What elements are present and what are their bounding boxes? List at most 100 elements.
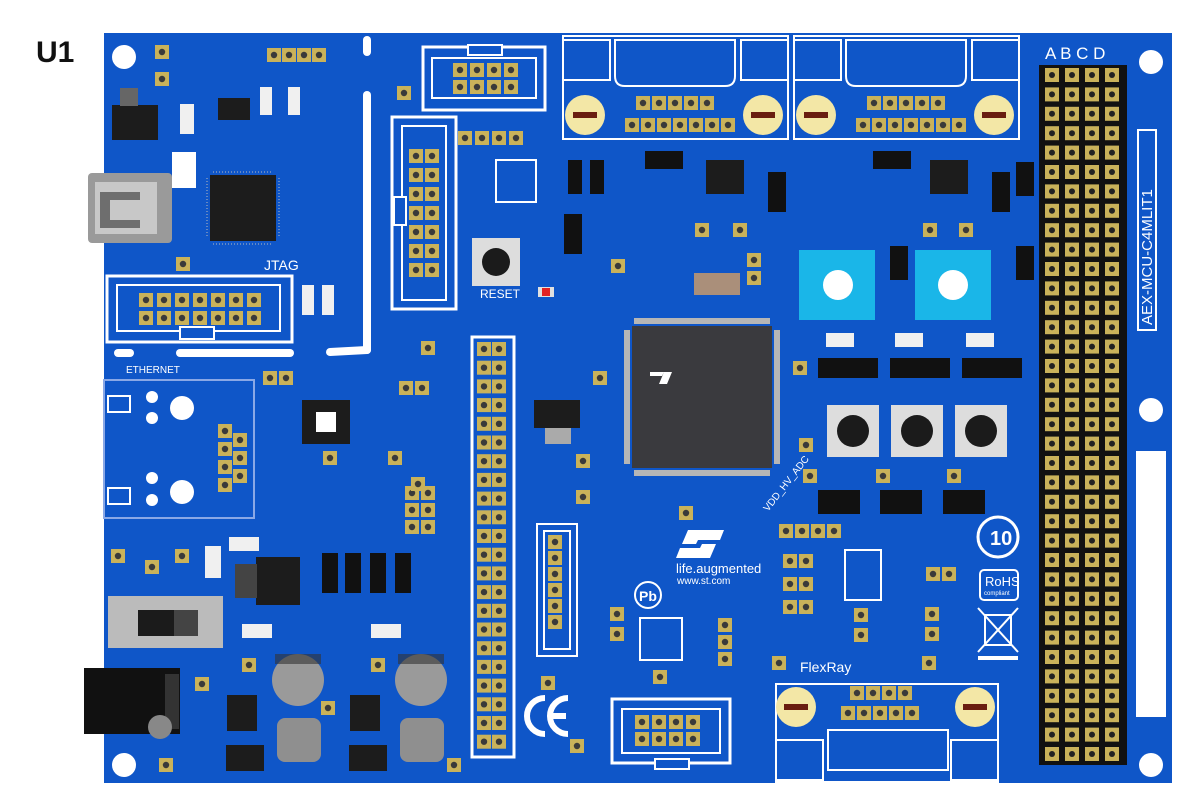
pin-hole — [689, 718, 697, 726]
pin-hole — [114, 552, 122, 560]
pin-hole — [400, 89, 408, 97]
pin-hole — [178, 552, 186, 560]
pin-hole — [507, 66, 515, 74]
pin-hole — [1069, 460, 1075, 466]
pin-hole — [551, 554, 559, 562]
pin-hole — [934, 99, 942, 107]
pin-hole — [660, 121, 668, 129]
pin-hole — [1069, 615, 1075, 622]
pin-hole — [148, 563, 156, 571]
pin-hole — [1089, 188, 1095, 195]
pin-hole — [456, 83, 464, 91]
pin-hole — [1049, 363, 1055, 369]
main-mcu — [624, 318, 780, 476]
pin-hole — [1089, 304, 1095, 311]
pin-hole — [1089, 363, 1095, 369]
pin-hole — [1089, 595, 1095, 602]
pin-hole — [221, 481, 229, 489]
pin-hole — [178, 296, 186, 304]
pin-hole — [1089, 731, 1095, 738]
pin-hole — [1089, 654, 1095, 660]
pin-hole — [1049, 227, 1055, 234]
pin-hole — [579, 457, 587, 465]
pin-hole — [775, 659, 783, 667]
pin-hole — [1089, 72, 1095, 78]
pin-hole — [282, 374, 290, 382]
pin-hole — [412, 266, 420, 274]
pin-hole — [1069, 518, 1075, 525]
pin-hole — [1049, 692, 1055, 699]
pin-hole — [628, 121, 636, 129]
pin-hole — [1069, 91, 1075, 98]
flexray-label: FlexRay — [800, 659, 851, 675]
can-db9-connector-1 — [562, 35, 789, 140]
pin-hole — [490, 66, 498, 74]
pin-hole — [1089, 110, 1095, 117]
pin-hole — [1069, 324, 1075, 331]
pin-hole — [495, 588, 503, 596]
mini-header-connector — [536, 523, 578, 657]
user-button — [827, 405, 1007, 457]
smd-component — [180, 87, 994, 638]
pin-hole — [1069, 557, 1075, 563]
pb-label: Pb — [639, 588, 657, 604]
pin-hole — [1049, 169, 1055, 175]
pin-hole — [644, 121, 652, 129]
can-db9-connector-2 — [793, 35, 1020, 140]
weee-symbol — [977, 607, 1019, 660]
pin-hole — [424, 506, 432, 514]
pin-hole — [802, 557, 810, 565]
pin-hole — [198, 680, 206, 688]
pin-hole — [929, 570, 937, 578]
pin-hole — [1109, 440, 1115, 447]
pin-hole — [495, 514, 503, 521]
pin-hole — [179, 260, 187, 268]
pin-hole — [495, 345, 503, 353]
pin-hole — [315, 51, 323, 59]
reset-button — [472, 238, 520, 286]
pin-hole — [698, 226, 706, 234]
pin-hole — [1109, 479, 1115, 486]
pin-hole — [232, 296, 240, 304]
pin-hole — [638, 718, 646, 726]
pin-hole — [1049, 304, 1055, 311]
rj45-connector — [103, 379, 255, 519]
pin-hole — [596, 374, 604, 382]
pin-hole — [1109, 751, 1115, 757]
pin-hole — [1109, 304, 1115, 311]
header-column-label: A B C D — [1045, 44, 1105, 63]
pin-hole — [806, 472, 814, 480]
connector-screw — [565, 95, 1014, 135]
pin-hole — [876, 709, 884, 717]
pin-hole — [1109, 169, 1115, 175]
pin-hole — [480, 514, 488, 521]
pin-hole — [480, 476, 488, 484]
pin-hole — [480, 495, 488, 502]
pin-hole — [786, 580, 794, 588]
pin-hole — [1109, 460, 1115, 466]
pin-hole — [424, 489, 432, 497]
pin-hole — [853, 689, 861, 697]
pin-hole — [480, 439, 488, 446]
board-label: U1 — [36, 36, 75, 69]
pin-hole — [655, 99, 663, 107]
pin-hole — [687, 99, 695, 107]
pin-hole — [908, 709, 916, 717]
pin-hole — [1109, 266, 1115, 272]
pin-hole — [655, 718, 663, 726]
pin-hole — [480, 645, 488, 652]
pin-hole — [461, 134, 469, 142]
pin-hole — [1069, 227, 1075, 234]
pin-hole — [428, 152, 436, 160]
pin-hole — [473, 83, 481, 91]
pin-hole — [495, 383, 503, 390]
pin-hole — [1069, 169, 1075, 175]
inductor — [694, 273, 740, 295]
pin-hole — [1049, 401, 1055, 408]
pin-hole — [1089, 149, 1095, 156]
pin-hole — [786, 557, 794, 565]
pin-hole — [1089, 169, 1095, 175]
pin-hole — [1069, 712, 1075, 719]
compliant-label: compliant — [984, 591, 1010, 597]
pin-hole — [1089, 751, 1095, 757]
